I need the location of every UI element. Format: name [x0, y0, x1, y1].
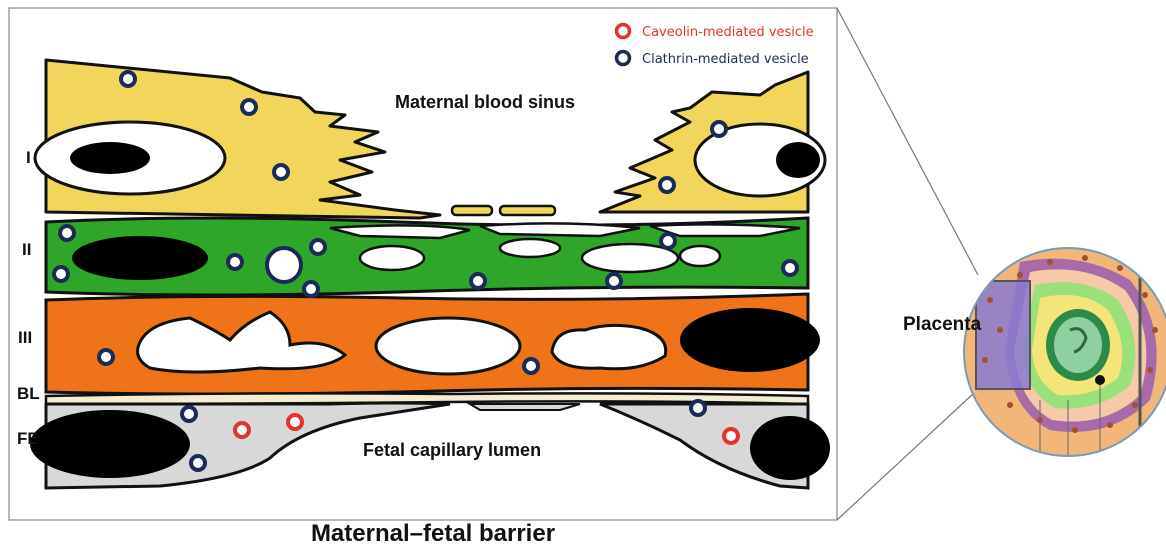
zoom-line-top [837, 8, 978, 275]
fetal-endothelium-fragment [470, 404, 580, 410]
layer-iii-hole [552, 325, 666, 368]
clathrin-vesicle [54, 267, 68, 281]
layer-label-bl: BL [17, 384, 40, 403]
figure-caption: Maternal–fetal barrier [0, 520, 866, 548]
caveolin-vesicle [235, 423, 249, 437]
layer-ii-gap [680, 246, 720, 266]
clathrin-vesicle [607, 274, 621, 288]
layer-label-iii: III [18, 328, 32, 347]
legend-clathrin-marker [617, 52, 630, 65]
clathrin-vesicle [121, 72, 135, 86]
clathrin-vesicle [783, 261, 797, 275]
legend-caveolin-label: Caveolin-mediated vesicle [642, 25, 814, 40]
legend-caveolin-marker [617, 25, 630, 38]
large-vesicle [267, 248, 301, 282]
clathrin-vesicle [228, 255, 242, 269]
layer-i-fragment [500, 206, 555, 215]
layer-label-i: I [26, 148, 31, 167]
clathrin-vesicle [691, 401, 705, 415]
clathrin-vesicle [274, 165, 288, 179]
layer-i-fragment [452, 206, 492, 215]
nucleus [70, 142, 150, 174]
clathrin-vesicle [311, 240, 325, 254]
clathrin-vesicle [524, 359, 538, 373]
nucleus [30, 410, 190, 478]
legend-clathrin-label: Clathrin-mediated vesicle [642, 52, 809, 67]
fetal-capillary-lumen-label: Fetal capillary lumen [363, 440, 541, 460]
layer-ii-gap [500, 239, 560, 257]
clathrin-vesicle [182, 407, 196, 421]
nucleus [72, 236, 208, 280]
clathrin-vesicle [191, 456, 205, 470]
nucleus [750, 416, 830, 480]
caveolin-vesicle [724, 429, 738, 443]
clathrin-vesicle [304, 282, 318, 296]
caveolin-vesicle [288, 415, 302, 429]
layer-ii-gap [360, 246, 424, 270]
nucleus [776, 142, 820, 178]
layer-label-fe: FE [17, 429, 39, 448]
clathrin-vesicle [242, 100, 256, 114]
clathrin-vesicle [660, 178, 674, 192]
maternal-blood-sinus-label: Maternal blood sinus [395, 92, 575, 112]
placenta-label: Placenta [903, 314, 982, 335]
clathrin-vesicle [661, 234, 675, 248]
nucleus [680, 308, 820, 372]
layer-iii-hole [376, 318, 520, 374]
zoom-line-bottom [837, 392, 975, 520]
clathrin-vesicle [471, 274, 485, 288]
layer-label-ii: II [22, 240, 31, 259]
clathrin-vesicle [60, 226, 74, 240]
clathrin-vesicle [99, 350, 113, 364]
clathrin-vesicle [712, 122, 726, 136]
